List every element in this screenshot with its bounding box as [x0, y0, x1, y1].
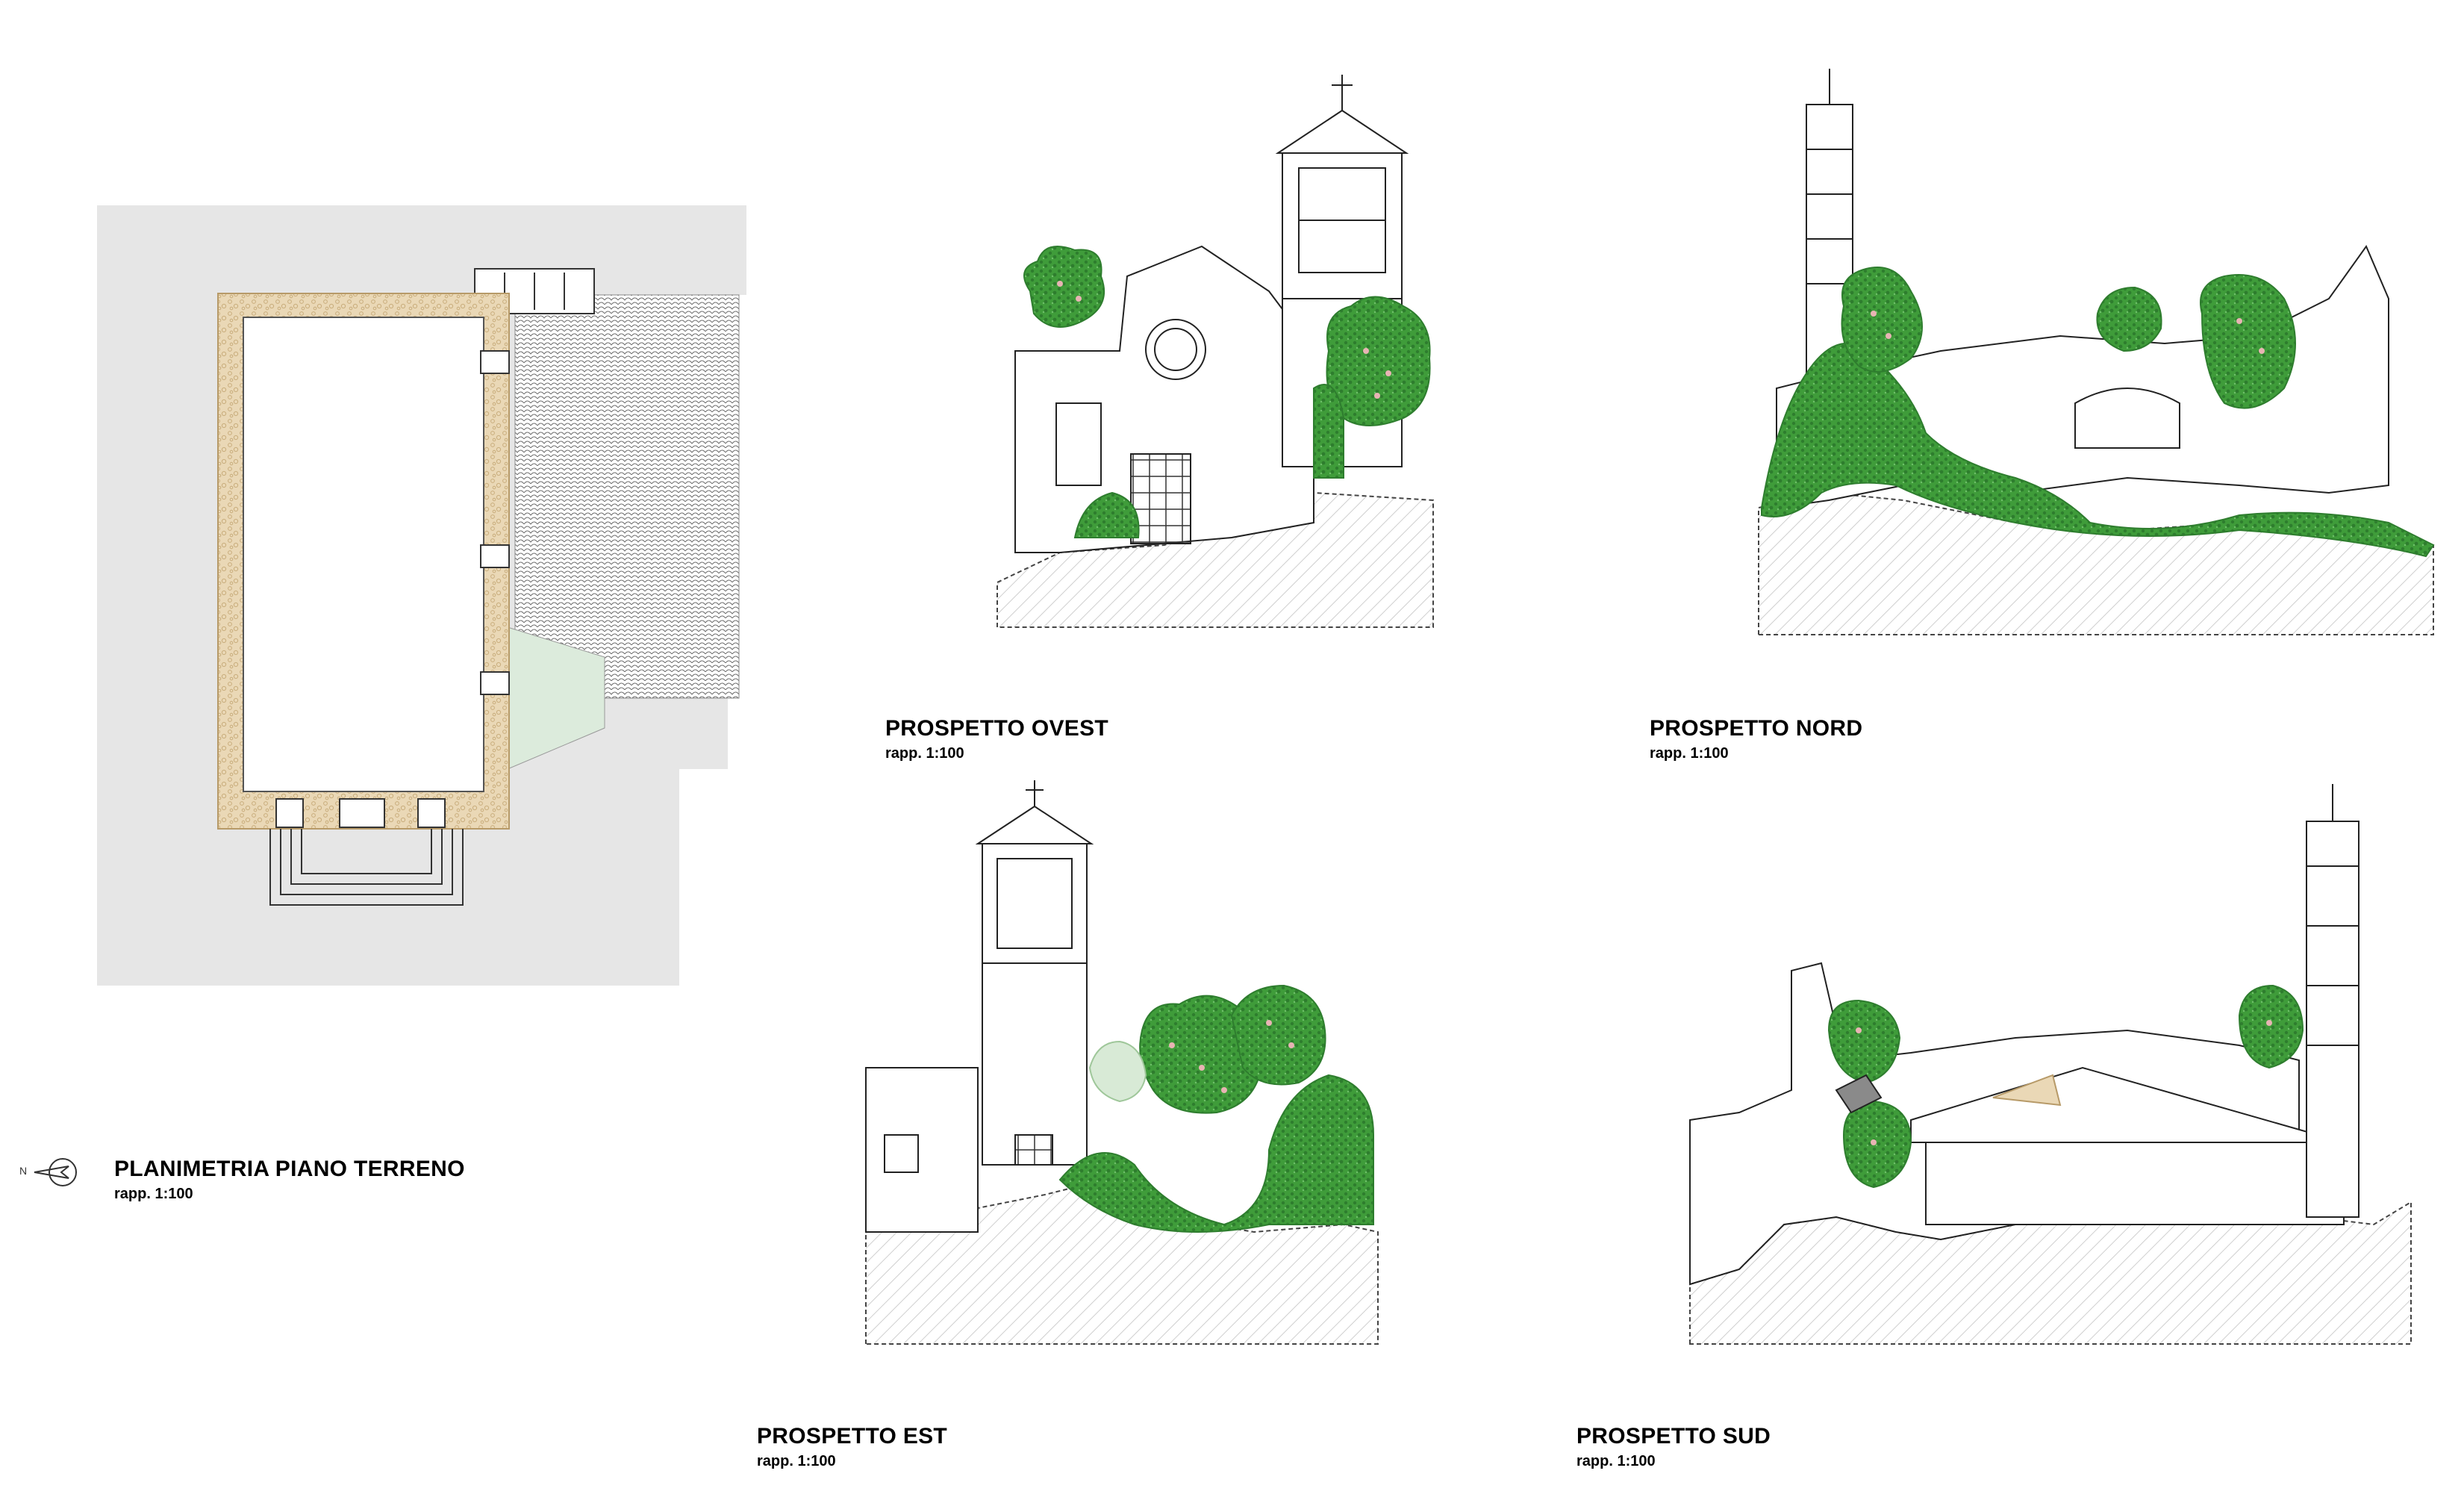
west-title: PROSPETTO OVEST — [885, 716, 1109, 741]
house-south — [1925, 1142, 2345, 1225]
elevation-east — [865, 780, 1379, 1345]
west-scale: rapp. 1:100 — [885, 745, 964, 762]
south-title: PROSPETTO SUD — [1576, 1424, 1771, 1449]
elevation-south — [1689, 784, 2412, 1345]
plan-scale: rapp. 1:100 — [114, 1186, 193, 1202]
tower-levels-south — [2307, 865, 2359, 1046]
east-title: PROSPETTO EST — [757, 1424, 948, 1449]
plan-title: PLANIMETRIA PIANO TERRENO — [114, 1157, 465, 1181]
floor-plan — [97, 205, 746, 986]
tree-north-1 — [1841, 267, 1923, 373]
sketch-tree-east — [1088, 1040, 1147, 1103]
plan-caption: PLANIMETRIA PIANO TERRENO rapp. 1:100 — [114, 1156, 465, 1204]
elevation-west — [996, 75, 1434, 628]
masonry-patch-south — [1992, 1074, 2062, 1107]
tree-east-2 — [1230, 984, 1326, 1086]
arch-opening-north — [2074, 388, 2180, 449]
blossoms-north — [1871, 311, 2265, 354]
rose-window-inner — [1154, 328, 1197, 371]
north-caption: PROSPETTO NORD rapp. 1:100 — [1650, 715, 1862, 763]
east-caption: PROSPETTO EST rapp. 1:100 — [757, 1423, 947, 1471]
rose-window — [1145, 319, 1206, 380]
tree-west-2 — [1326, 296, 1431, 426]
ivy-west — [1313, 384, 1344, 479]
belfry-openings-east — [996, 858, 1073, 949]
ivy-east — [1058, 1074, 1374, 1233]
north-arrow-label: N — [19, 1165, 28, 1177]
wall-openings — [275, 350, 510, 828]
side-window-west — [1055, 402, 1102, 486]
north-arrow: N — [19, 1157, 79, 1187]
church-nave — [243, 317, 484, 792]
ground-west — [996, 491, 1434, 628]
south-caption: PROSPETTO SUD rapp. 1:100 — [1576, 1423, 1771, 1471]
tree-south-1 — [1827, 999, 1901, 1084]
north-scale: rapp. 1:100 — [1650, 745, 1729, 762]
house-window-east — [884, 1134, 919, 1173]
house-east — [865, 1067, 979, 1233]
cross-icon — [1026, 780, 1044, 806]
bell-tower-south — [2306, 821, 2359, 1218]
compass-icon — [34, 1158, 77, 1186]
blossoms-east — [1169, 1020, 1294, 1093]
tree-south-3 — [2238, 984, 2304, 1069]
tree-north-2 — [2200, 274, 2296, 409]
blossoms-south — [1856, 1020, 2272, 1145]
south-scale: rapp. 1:100 — [1576, 1453, 1656, 1469]
tree-north-3 — [2096, 286, 2162, 352]
tower-door-east — [1014, 1134, 1053, 1166]
west-portal — [1130, 453, 1191, 544]
entrance-steps — [269, 829, 464, 906]
boulder-south — [1835, 1074, 1883, 1114]
west-caption: PROSPETTO OVEST rapp. 1:100 — [885, 715, 1108, 763]
elevation-north — [1758, 69, 2435, 635]
bell-tower-east — [982, 843, 1088, 1166]
shrub-west — [1073, 491, 1140, 538]
bell-tower-roof-west — [1275, 109, 1409, 154]
tiled-roof-area — [514, 294, 740, 699]
east-scale: rapp. 1:100 — [757, 1453, 836, 1469]
blossoms-west — [1057, 281, 1391, 399]
bell-tower-roof-east — [975, 805, 1094, 844]
north-title: PROSPETTO NORD — [1650, 716, 1863, 741]
cross-icon — [1332, 75, 1353, 111]
tree-west-1 — [1023, 246, 1105, 328]
